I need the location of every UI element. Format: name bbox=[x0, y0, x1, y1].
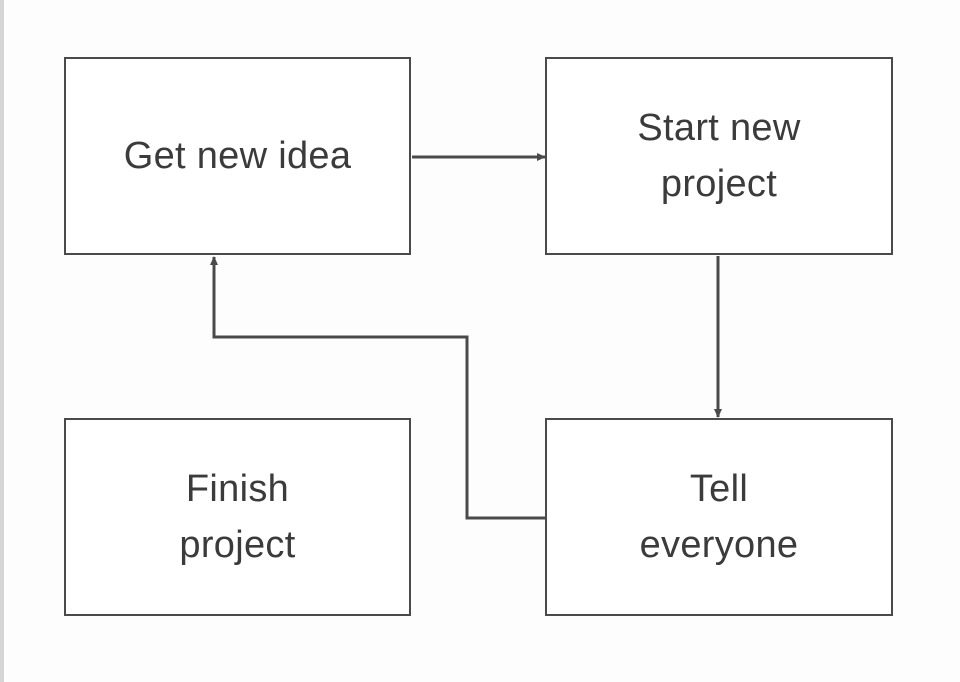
node-label: Finish project bbox=[179, 468, 296, 566]
arrow-tell-to-idea bbox=[210, 256, 545, 520]
node-tell-everyone: Tell everyone bbox=[545, 418, 893, 616]
node-get-new-idea: Get new idea bbox=[64, 57, 411, 255]
node-finish-project: Finish project bbox=[64, 418, 411, 616]
node-label: Tell everyone bbox=[639, 468, 799, 566]
node-start-new-project: Start new project bbox=[545, 57, 893, 255]
node-label: Start new project bbox=[637, 107, 801, 205]
left-border-rule bbox=[0, 0, 4, 682]
node-label: Get new idea bbox=[123, 135, 352, 177]
